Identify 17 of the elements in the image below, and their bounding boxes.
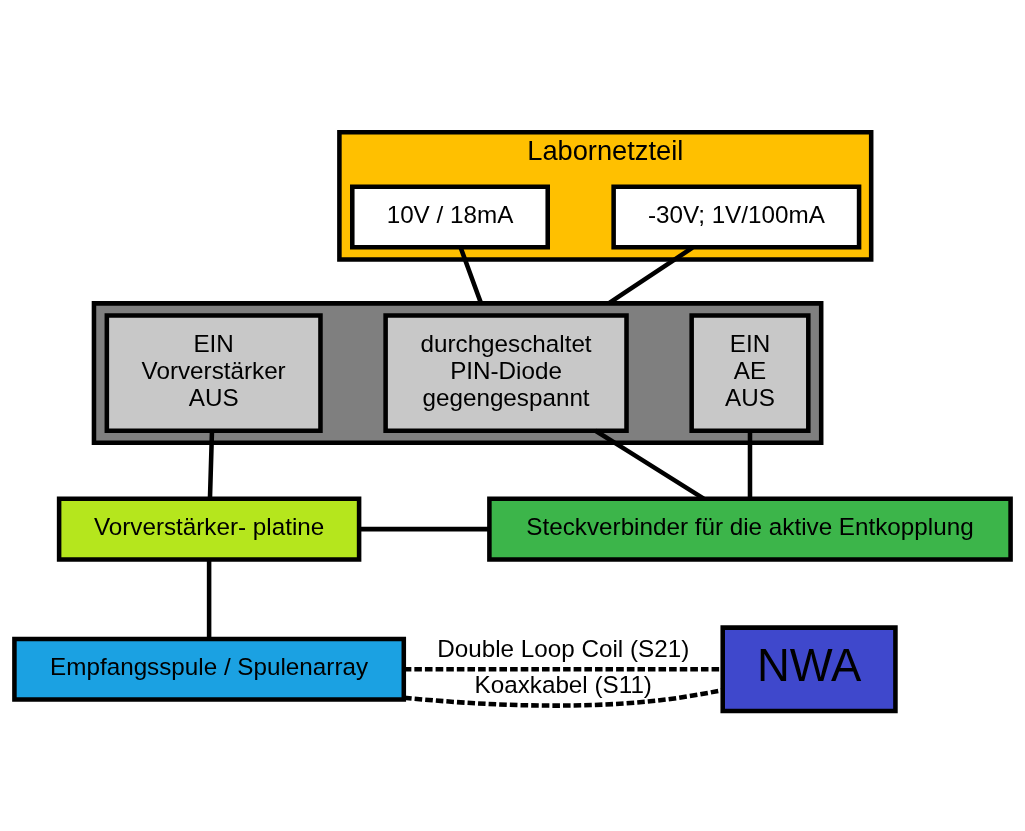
connector <box>747 430 753 499</box>
connector <box>403 687 724 708</box>
connector <box>359 526 490 532</box>
connector <box>207 430 215 499</box>
edge-label: Koaxkabel (S11) <box>474 671 652 699</box>
node-box: NWA <box>720 625 898 714</box>
node-box: durchgeschaltet PIN-Diode gegengespannt <box>383 313 629 433</box>
connector <box>206 559 212 639</box>
node-box: EIN AE AUS <box>689 313 811 433</box>
node-box: Vorverstärker- platine <box>56 496 362 562</box>
node-box: -30V; 1V/100mA <box>611 184 862 250</box>
edge-label: Double Loop Coil (S21) <box>437 634 690 662</box>
node-box: Empfangsspule / Spulenarray <box>12 636 407 702</box>
node-box: EIN Vorverstärker AUS <box>104 313 323 433</box>
node-box: Steckverbinder für die aktive Entkopplung <box>487 496 1013 562</box>
cluster <box>91 301 824 446</box>
node-box: 10V / 18mA <box>350 184 550 250</box>
